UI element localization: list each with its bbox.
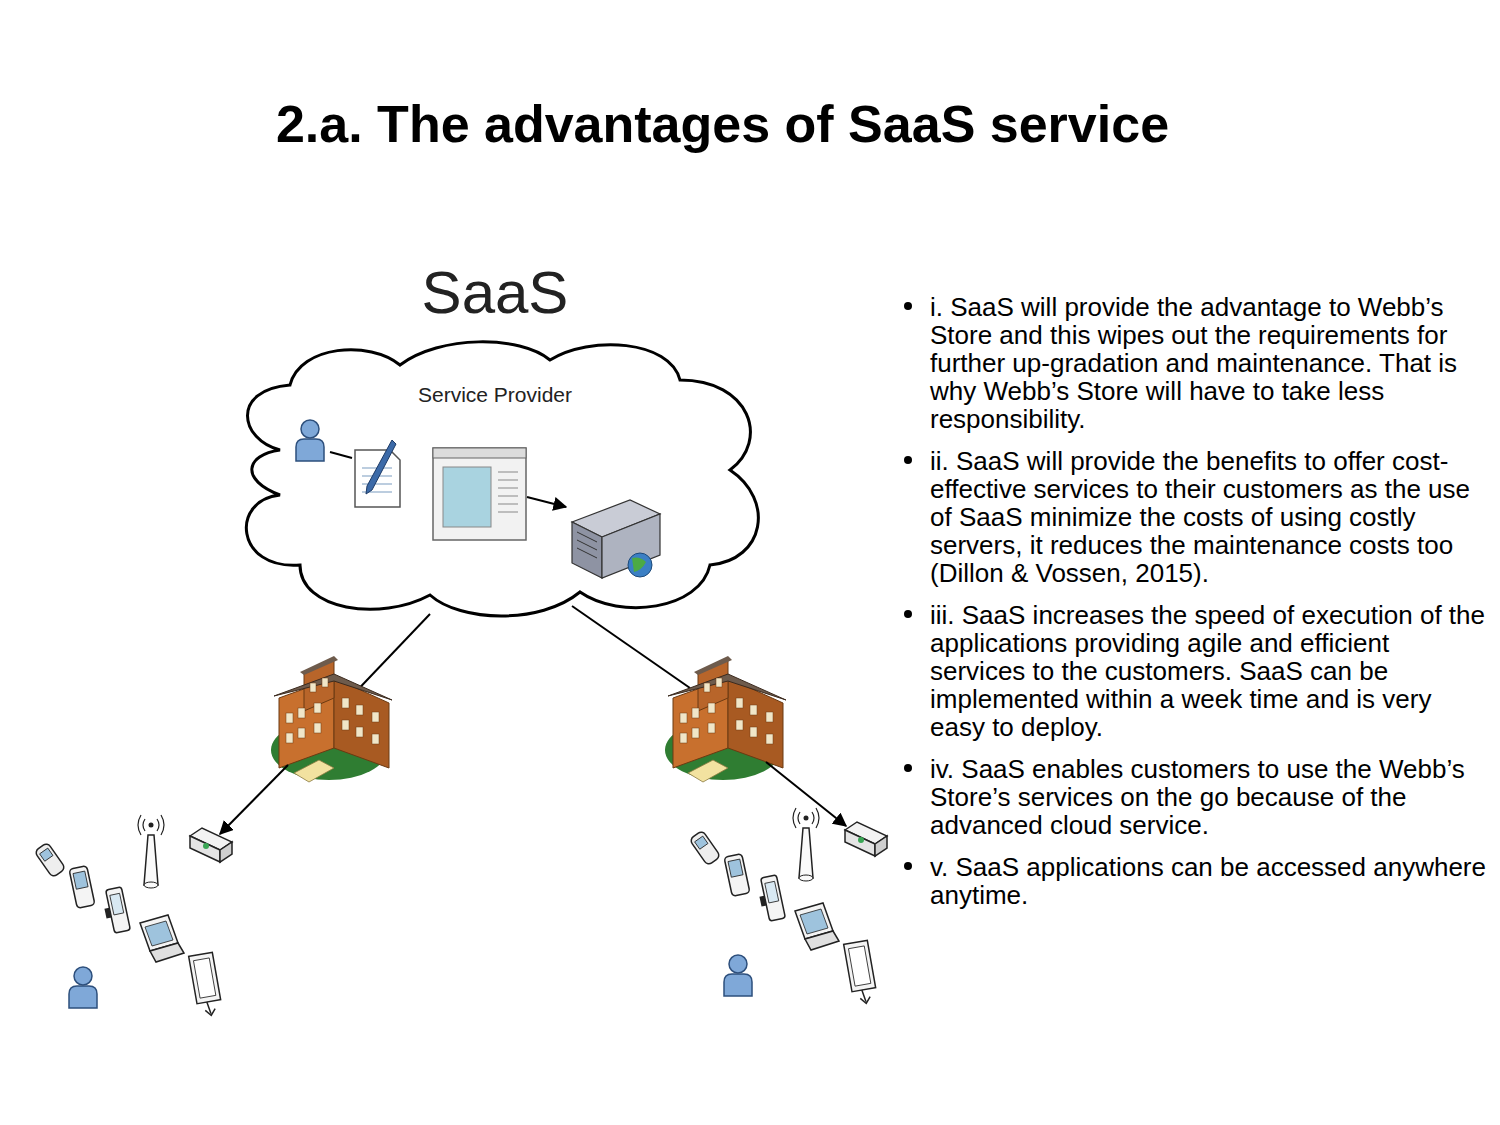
- network-arrow: [220, 765, 288, 834]
- bullet-text: i. SaaS will provide the advantage to We…: [930, 292, 1457, 434]
- bullet-item: ii. SaaS will provide the benefits to of…: [900, 447, 1488, 587]
- slide-title: 2.a. The advantages of SaaS service: [0, 92, 1445, 156]
- server-icon: [572, 522, 602, 578]
- flow-arrow: [527, 497, 566, 507]
- server-icon: [572, 500, 660, 578]
- bullet-text: iii. SaaS increases the speed of executi…: [930, 600, 1485, 742]
- bullet-dot: [904, 302, 912, 310]
- bullet-text: iv. SaaS enables customers to use the We…: [930, 754, 1465, 840]
- bullet-dot: [904, 862, 912, 870]
- server-icon: [602, 514, 660, 578]
- cloud-label: Service Provider: [220, 382, 770, 408]
- window-icon: [498, 472, 518, 512]
- bullet-dot: [904, 456, 912, 464]
- bullet-text: v. SaaS applications can be accessed any…: [930, 852, 1486, 910]
- bullet-item: i. SaaS will provide the advantage to We…: [900, 293, 1488, 433]
- server-icon: [632, 558, 646, 573]
- cloud-outline: [246, 342, 758, 616]
- window-icon: [433, 448, 526, 540]
- saas-illustration: [689, 830, 878, 1005]
- bullet-text: ii. SaaS will provide the benefits to of…: [930, 446, 1470, 588]
- bullet-item: iii. SaaS increases the speed of executi…: [900, 601, 1488, 741]
- document-icon: [366, 440, 396, 494]
- cloud-outline: [220, 330, 770, 630]
- saas-illustration: [271, 656, 392, 782]
- flow-line: [330, 452, 352, 458]
- window-icon: [433, 448, 526, 458]
- saas-illustration: [793, 808, 819, 881]
- bullet-dot: [904, 764, 912, 772]
- document-icon: [355, 440, 400, 507]
- server-icon: [577, 532, 597, 558]
- bullet-item: v. SaaS applications can be accessed any…: [900, 853, 1488, 909]
- saas-illustration: [845, 822, 887, 856]
- saas-illustration: [190, 828, 232, 862]
- saas-illustration: [34, 842, 223, 1017]
- saas-illustration: [296, 420, 324, 461]
- bullet-list: i. SaaS will provide the advantage to We…: [900, 293, 1488, 923]
- window-icon: [433, 448, 526, 540]
- network-line: [572, 606, 690, 688]
- bullet-item: iv. SaaS enables customers to use the We…: [900, 755, 1488, 839]
- cloud-heading: SaaS: [220, 258, 770, 328]
- cloud-node: SaaSService Provider: [220, 330, 770, 630]
- bullet-dot: [904, 610, 912, 618]
- saas-illustration: [138, 815, 164, 888]
- title-text: 2.a. The advantages of SaaS service: [0, 92, 1445, 156]
- window-icon: [443, 467, 491, 527]
- server-icon: [628, 553, 652, 577]
